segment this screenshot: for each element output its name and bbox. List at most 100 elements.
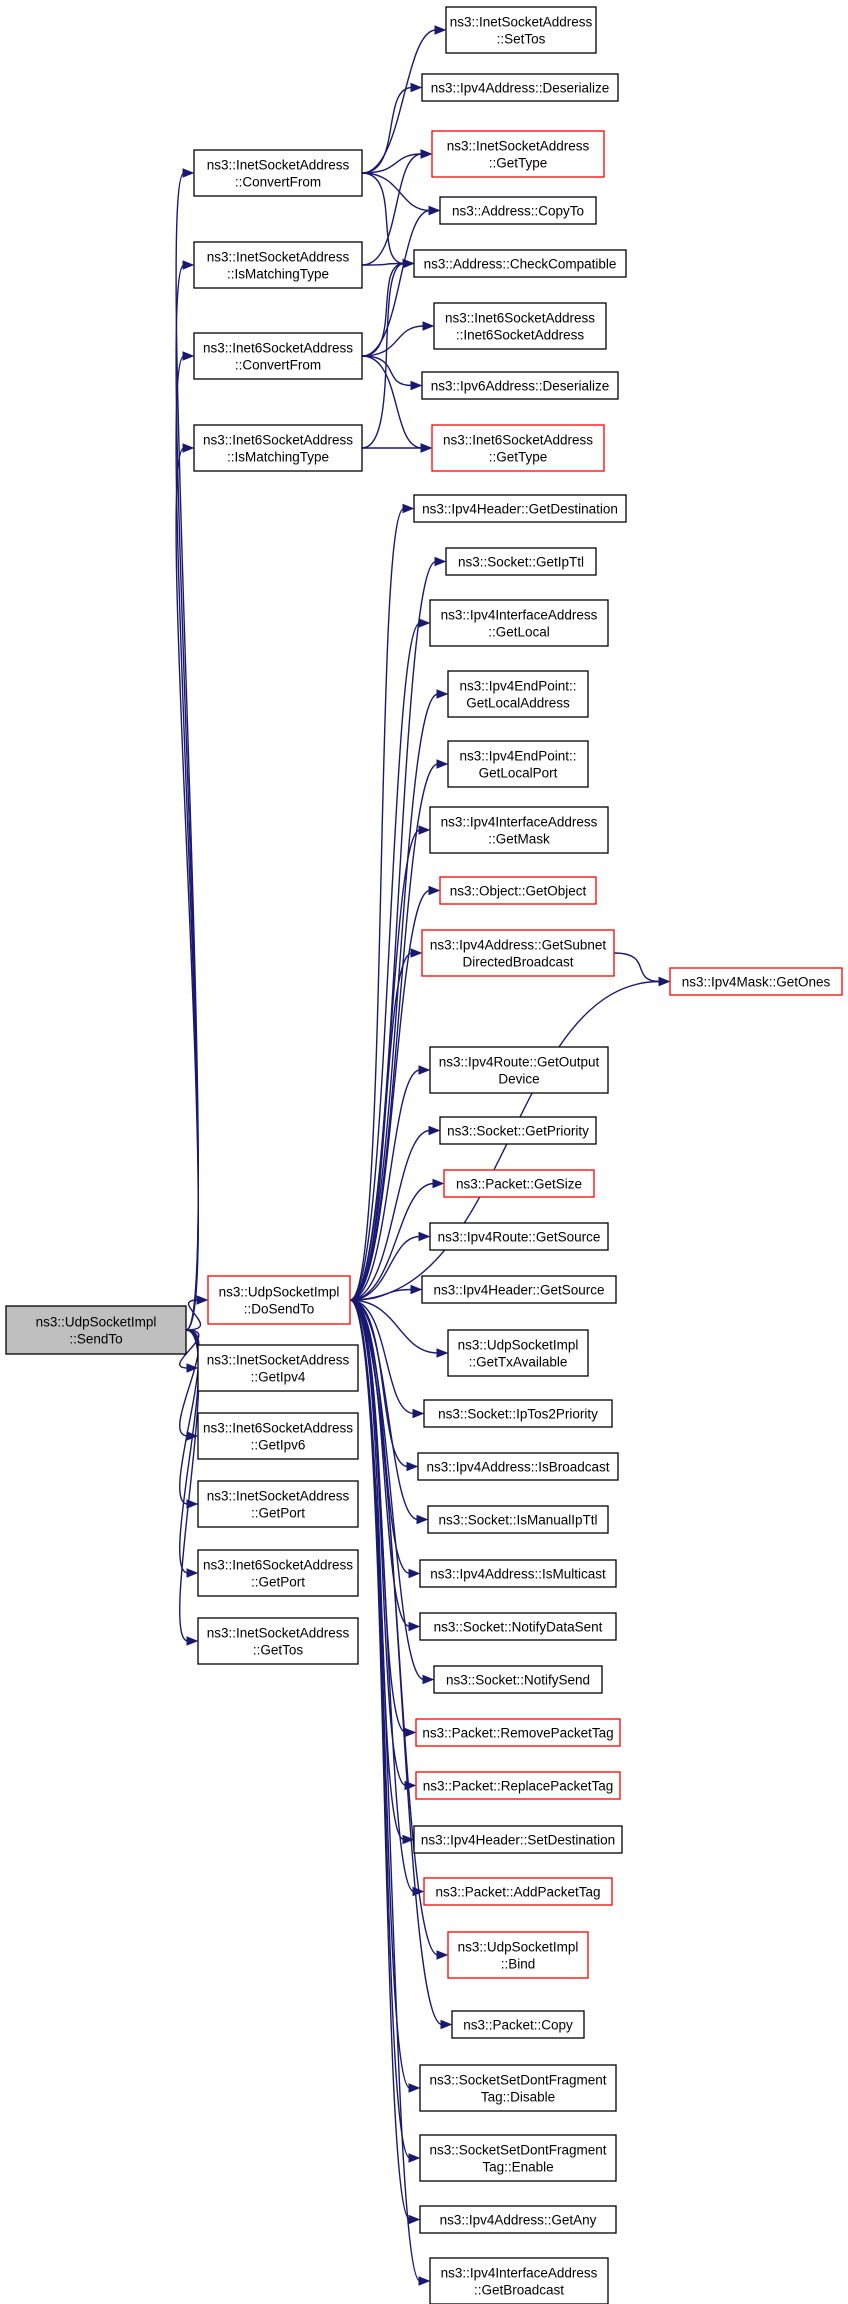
node-box (421, 929, 615, 977)
edge-line (349, 1182, 435, 1301)
arrow-head-icon (434, 556, 447, 567)
node-inet-is-matching-type[interactable]: ns3::InetSocketAddress::IsMatchingType (193, 241, 363, 289)
node-socket-get-priority[interactable]: ns3::Socket::GetPriority (439, 1116, 597, 1145)
node-box (439, 1116, 597, 1145)
node-inet6-get-type[interactable]: ns3::Inet6SocketAddress::GetType (431, 424, 605, 472)
node-packet-add-packet-tag[interactable]: ns3::Packet::AddPacketTag (423, 1877, 613, 1906)
node-inet6-is-matching-type[interactable]: ns3::Inet6SocketAddress::IsMatchingType (193, 424, 363, 472)
node-ipv4-deserialize[interactable]: ns3::Ipv4Address::Deserialize (421, 73, 619, 102)
node-label: ns3::Object::GetObject (450, 884, 587, 899)
node-udp-bind[interactable]: ns3::UdpSocketImpl::Bind (447, 1931, 589, 1979)
edge-inet-convert-from-to-address-copy-to (361, 172, 441, 216)
edge-root-to-inet-get-ipv4 (179, 1329, 200, 1373)
node-label: DirectedBroadcast (462, 955, 573, 970)
node-socket-notify-send[interactable]: ns3::Socket::NotifySend (433, 1665, 603, 1694)
edge-line (613, 952, 661, 983)
node-do-send-to[interactable]: ns3::UdpSocketImpl::DoSendTo (207, 1275, 351, 1325)
node-label: ns3::Ipv4Route::GetSource (438, 1230, 601, 1245)
node-socket-is-manual-ip-ttl[interactable]: ns3::Socket::IsManualIpTtl (427, 1505, 609, 1534)
node-root[interactable]: ns3::UdpSocketImpl::SendTo (5, 1305, 187, 1355)
node-inet6-get-port[interactable]: ns3::Inet6SocketAddress::GetPort (197, 1549, 359, 1597)
node-ipv4-mask-get-ones[interactable]: ns3::Ipv4Mask::GetOnes (669, 967, 843, 996)
arrow-head-icon (422, 1674, 435, 1685)
arrow-head-icon (412, 1408, 425, 1419)
node-box (197, 1344, 359, 1392)
node-ipv4-header-get-source[interactable]: ns3::Ipv4Header::GetSource (421, 1275, 617, 1304)
node-ipv4-end-point-get-local-address[interactable]: ns3::Ipv4EndPoint::GetLocalAddress (447, 670, 589, 718)
node-ipv4-iface-get-mask[interactable]: ns3::Ipv4InterfaceAddress::GetMask (429, 806, 609, 854)
arrow-head-icon (428, 205, 441, 216)
edge-root-to-inet-get-tos (179, 1329, 200, 1646)
edge-inet-convert-from-to-ipv4-deserialize (361, 82, 423, 174)
node-inet-set-tos[interactable]: ns3::InetSocketAddress::SetTos (445, 6, 597, 54)
node-label: ns3::Socket::GetPriority (447, 1124, 589, 1139)
edge-line (349, 1235, 421, 1301)
node-ipv4-address-get-subnet[interactable]: ns3::Ipv4Address::GetSubnetDirectedBroad… (421, 929, 615, 977)
node-ipv4-header-set-destination[interactable]: ns3::Ipv4Header::SetDestination (413, 1825, 623, 1854)
edge-line (179, 1329, 200, 1369)
edge-line (349, 1069, 421, 1301)
node-ipv4-iface-get-local[interactable]: ns3::Ipv4InterfaceAddress::GetLocal (429, 599, 609, 647)
node-box (451, 2010, 585, 2039)
node-packet-get-size[interactable]: ns3::Packet::GetSize (443, 1169, 595, 1198)
node-udp-get-tx-available[interactable]: ns3::UdpSocketImpl::GetTxAvailable (447, 1329, 589, 1377)
node-label: Device (498, 1072, 539, 1087)
node-socket-get-ip-ttl[interactable]: ns3::Socket::GetIpTtl (445, 547, 597, 576)
arrow-head-icon (428, 885, 441, 896)
node-label: ns3::InetSocketAddress (450, 15, 593, 30)
node-socket-ip-tos2-priority[interactable]: ns3::Socket::IpTos2Priority (423, 1399, 613, 1428)
arrow-head-icon (428, 1125, 441, 1136)
node-box (445, 547, 597, 576)
node-address-copy-to[interactable]: ns3::Address::CopyTo (439, 196, 597, 225)
node-ipv4-route-get-source[interactable]: ns3::Ipv4Route::GetSource (429, 1222, 609, 1251)
node-inet-get-tos[interactable]: ns3::InetSocketAddress::GetTos (197, 1617, 359, 1665)
node-box (423, 1399, 613, 1428)
edge-line (349, 1299, 439, 1354)
arrow-head-icon (416, 1514, 429, 1525)
node-label: ::GetPort (251, 1575, 305, 1590)
node-packet-copy[interactable]: ns3::Packet::Copy (451, 2010, 585, 2039)
node-inet6-ctor[interactable]: ns3::Inet6SocketAddress::Inet6SocketAddr… (433, 302, 607, 350)
node-box (447, 1931, 589, 1979)
node-inet-get-port[interactable]: ns3::InetSocketAddress::GetPort (197, 1480, 359, 1528)
node-ipv4-address-get-any[interactable]: ns3::Ipv4Address::GetAny (419, 2205, 617, 2234)
node-ipv4-header-get-destination[interactable]: ns3::Ipv4Header::GetDestination (413, 494, 627, 523)
node-socket-notify-data-sent[interactable]: ns3::Socket::NotifyDataSent (419, 1612, 617, 1641)
arrow-head-icon (436, 759, 449, 769)
node-box (443, 1169, 595, 1198)
node-label: ns3::Ipv4Mask::GetOnes (682, 975, 831, 990)
edge-inet-convert-from-to-address-check-compatible (361, 172, 415, 269)
node-label: ns3::Packet::ReplacePacketTag (423, 1779, 614, 1794)
node-label: ns3::Inet6SocketAddress (443, 433, 593, 448)
node-box (413, 494, 627, 523)
edge-line (175, 355, 199, 1331)
node-ipv6-deserialize[interactable]: ns3::Ipv6Address::Deserialize (421, 371, 619, 400)
node-ipv4-iface-get-broadcast[interactable]: ns3::Ipv4InterfaceAddress::GetBroadcast (429, 2257, 609, 2304)
node-address-check-compatible[interactable]: ns3::Address::CheckCompatible (413, 249, 627, 278)
node-inet6-convert-from[interactable]: ns3::Inet6SocketAddress::ConvertFrom (193, 332, 363, 380)
node-ipv4-address-is-multicast[interactable]: ns3::Ipv4Address::IsMulticast (419, 1559, 617, 1588)
node-inet-get-type[interactable]: ns3::InetSocketAddress::GetType (431, 130, 605, 178)
node-object-get-object[interactable]: ns3::Object::GetObject (439, 876, 597, 905)
arrow-head-icon (186, 1363, 199, 1373)
node-packet-remove-packet-tag[interactable]: ns3::Packet::RemovePacketTag (415, 1718, 621, 1747)
arrow-head-icon (410, 380, 423, 391)
node-box (421, 73, 619, 102)
edge-line (349, 1288, 413, 1301)
edge-do-send-to-to-socket-is-manual-ip-ttl (349, 1299, 429, 1525)
node-inet-convert-from[interactable]: ns3::InetSocketAddress::ConvertFrom (193, 149, 363, 197)
node-inet6-get-ipv6[interactable]: ns3::Inet6SocketAddress::GetIpv6 (197, 1412, 359, 1460)
node-ipv4-address-is-broadcast[interactable]: ns3::Ipv4Address::IsBroadcast (417, 1452, 619, 1481)
node-ipv4-end-point-get-local-port[interactable]: ns3::Ipv4EndPoint::GetLocalPort (447, 740, 589, 788)
edge-do-send-to-to-ipv4-iface-get-local (349, 618, 431, 1301)
node-label: ns3::Ipv4EndPoint:: (459, 679, 576, 694)
arrow-head-icon (436, 1348, 449, 1358)
node-label: ns3::Inet6SocketAddress (203, 341, 353, 356)
node-box (429, 1222, 609, 1251)
node-packet-replace-packet-tag[interactable]: ns3::Packet::ReplacePacketTag (415, 1771, 621, 1800)
node-inet-get-ipv4[interactable]: ns3::InetSocketAddress::GetIpv4 (197, 1344, 359, 1392)
